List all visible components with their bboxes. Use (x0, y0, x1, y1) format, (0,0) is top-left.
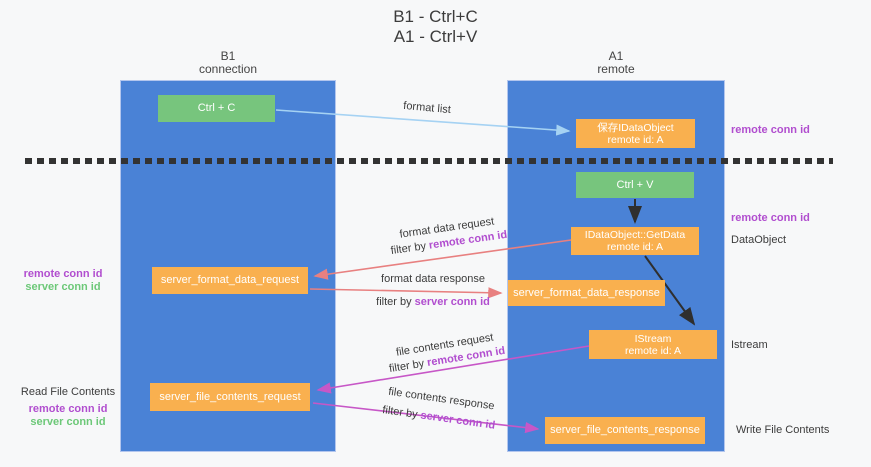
right-top-remote-conn-id: remote conn id (731, 124, 810, 136)
server-format-data-response-box: server_format_data_response (508, 280, 665, 306)
lane-b1-subtitle: connection (198, 62, 258, 76)
title-line-1: B1 - Ctrl+C (393, 7, 478, 26)
save-idataobject-box: 保存IDataObject remote id: A (576, 119, 695, 148)
write-file-contents-label: Write File Contents (736, 424, 830, 436)
file-contents-request-arrow (316, 345, 590, 394)
read-file-contents-label: Read File Contents (20, 386, 116, 398)
istream-box: IStream remote id: A (589, 330, 717, 359)
filter-by-prefix: filter by (390, 239, 430, 258)
format-list-text: format list (402, 99, 452, 117)
lane-b1-name: B1 (220, 49, 236, 63)
server-format-data-request-box: server_format_data_request (152, 267, 308, 294)
format-data-response-arrow (309, 287, 503, 299)
getdata-line2: remote id: A (606, 241, 664, 253)
istream-line2: remote id: A (624, 344, 682, 357)
istream-side-label: Istream (731, 339, 768, 351)
left-mid-remote-conn-id: remote conn id (23, 268, 103, 280)
file-contents-response-arrow (312, 402, 540, 434)
lane-a1-name: A1 (608, 49, 624, 63)
right-mid-remote-conn-id: remote conn id (731, 212, 810, 224)
left-mid-conn-ids: remote conn id server conn id (12, 268, 114, 294)
format-data-response-text: format data response (381, 273, 485, 285)
ctrl-v-label: Ctrl + V (616, 178, 654, 191)
server-file-contents-request-label: server_file_contents_request (159, 390, 301, 403)
save-idataobject-line1: 保存IDataObject (597, 121, 674, 134)
getdata-line1: IDataObject::GetData (584, 229, 686, 241)
dataobject-label: DataObject (731, 234, 787, 246)
ctrl-v-box: Ctrl + V (576, 172, 694, 198)
istream-line1: IStream (634, 332, 672, 345)
lane-a1-subtitle: remote (597, 62, 635, 76)
format-data-response-filter: filter by server conn id (363, 295, 503, 310)
save-idataobject-line2: remote id: A (607, 133, 664, 146)
format-data-request-arrow (313, 239, 572, 280)
left-bottom-remote-conn-id: remote conn id (28, 403, 108, 415)
server-conn-id-text: server conn id (414, 296, 490, 308)
filter-by-prefix: filter by (376, 296, 415, 308)
title-line-2: A1 - Ctrl+V (393, 27, 478, 46)
ctrl-c-label: Ctrl + C (197, 102, 236, 114)
diagram-title: B1 - Ctrl+C A1 - Ctrl+V (0, 7, 871, 47)
ctrl-c-box: Ctrl + C (158, 95, 275, 122)
server-file-contents-response-label: server_file_contents_response (550, 424, 700, 436)
server-file-contents-request-box: server_file_contents_request (150, 383, 310, 411)
left-bottom-server-conn-id: server conn id (30, 416, 106, 428)
filter-by-prefix: filter by (381, 404, 422, 422)
left-bottom-labels: Read File Contents remote conn id server… (12, 386, 124, 429)
server-format-data-response-label: server_format_data_response (513, 286, 660, 299)
idataobject-getdata-box: IDataObject::GetData remote id: A (571, 227, 699, 255)
edge-label-format-data-response: format data response filter by server co… (363, 272, 503, 310)
getdata-to-istream-arrow (644, 255, 696, 326)
left-mid-server-conn-id: server conn id (25, 281, 101, 293)
lane-header-a1: A1 remote (507, 50, 725, 76)
server-file-contents-response-box: server_file_contents_response (545, 417, 705, 444)
lane-header-b1: B1 connection (120, 50, 336, 76)
format-list-arrow (275, 109, 571, 136)
server-format-data-request-label: server_format_data_request (160, 274, 300, 286)
